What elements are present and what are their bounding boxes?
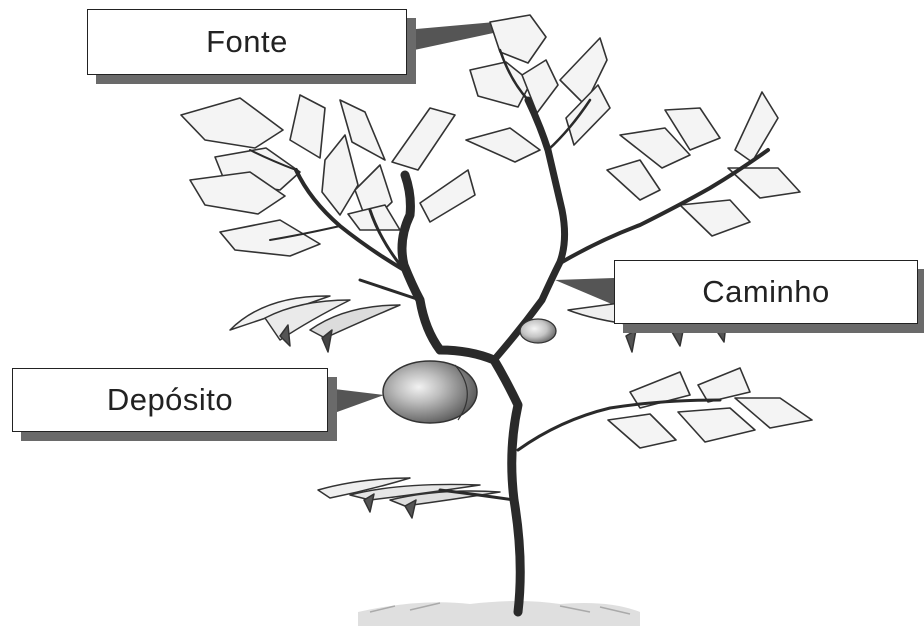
- source-label-box: Fonte: [87, 9, 407, 75]
- small-fruit: [520, 319, 556, 343]
- sink-label-box: Depósito: [12, 368, 328, 432]
- source-label: Fonte: [206, 24, 288, 60]
- leaf: [490, 15, 546, 63]
- large-fruit: [383, 361, 477, 423]
- pointer-fonte: [405, 22, 498, 52]
- leaf: [392, 108, 455, 170]
- leaf: [466, 128, 540, 162]
- leaf: [290, 95, 325, 158]
- leaf: [470, 62, 531, 107]
- fruits: [383, 319, 556, 423]
- leaf: [181, 98, 283, 148]
- leaf: [735, 92, 778, 162]
- leaf: [420, 170, 475, 222]
- pointer-deposito: [326, 388, 384, 416]
- path-label: Caminho: [702, 274, 830, 310]
- leaf: [608, 414, 676, 448]
- leaf: [322, 135, 358, 215]
- ground: [358, 601, 640, 626]
- leaf: [698, 368, 750, 402]
- leaf: [728, 168, 800, 198]
- path-label-box: Caminho: [614, 260, 918, 324]
- leaf: [678, 408, 755, 442]
- leaf: [607, 160, 660, 200]
- pointer-caminho: [555, 278, 614, 305]
- sink-label: Depósito: [107, 382, 233, 418]
- leaf: [680, 200, 750, 236]
- leaf: [220, 220, 320, 256]
